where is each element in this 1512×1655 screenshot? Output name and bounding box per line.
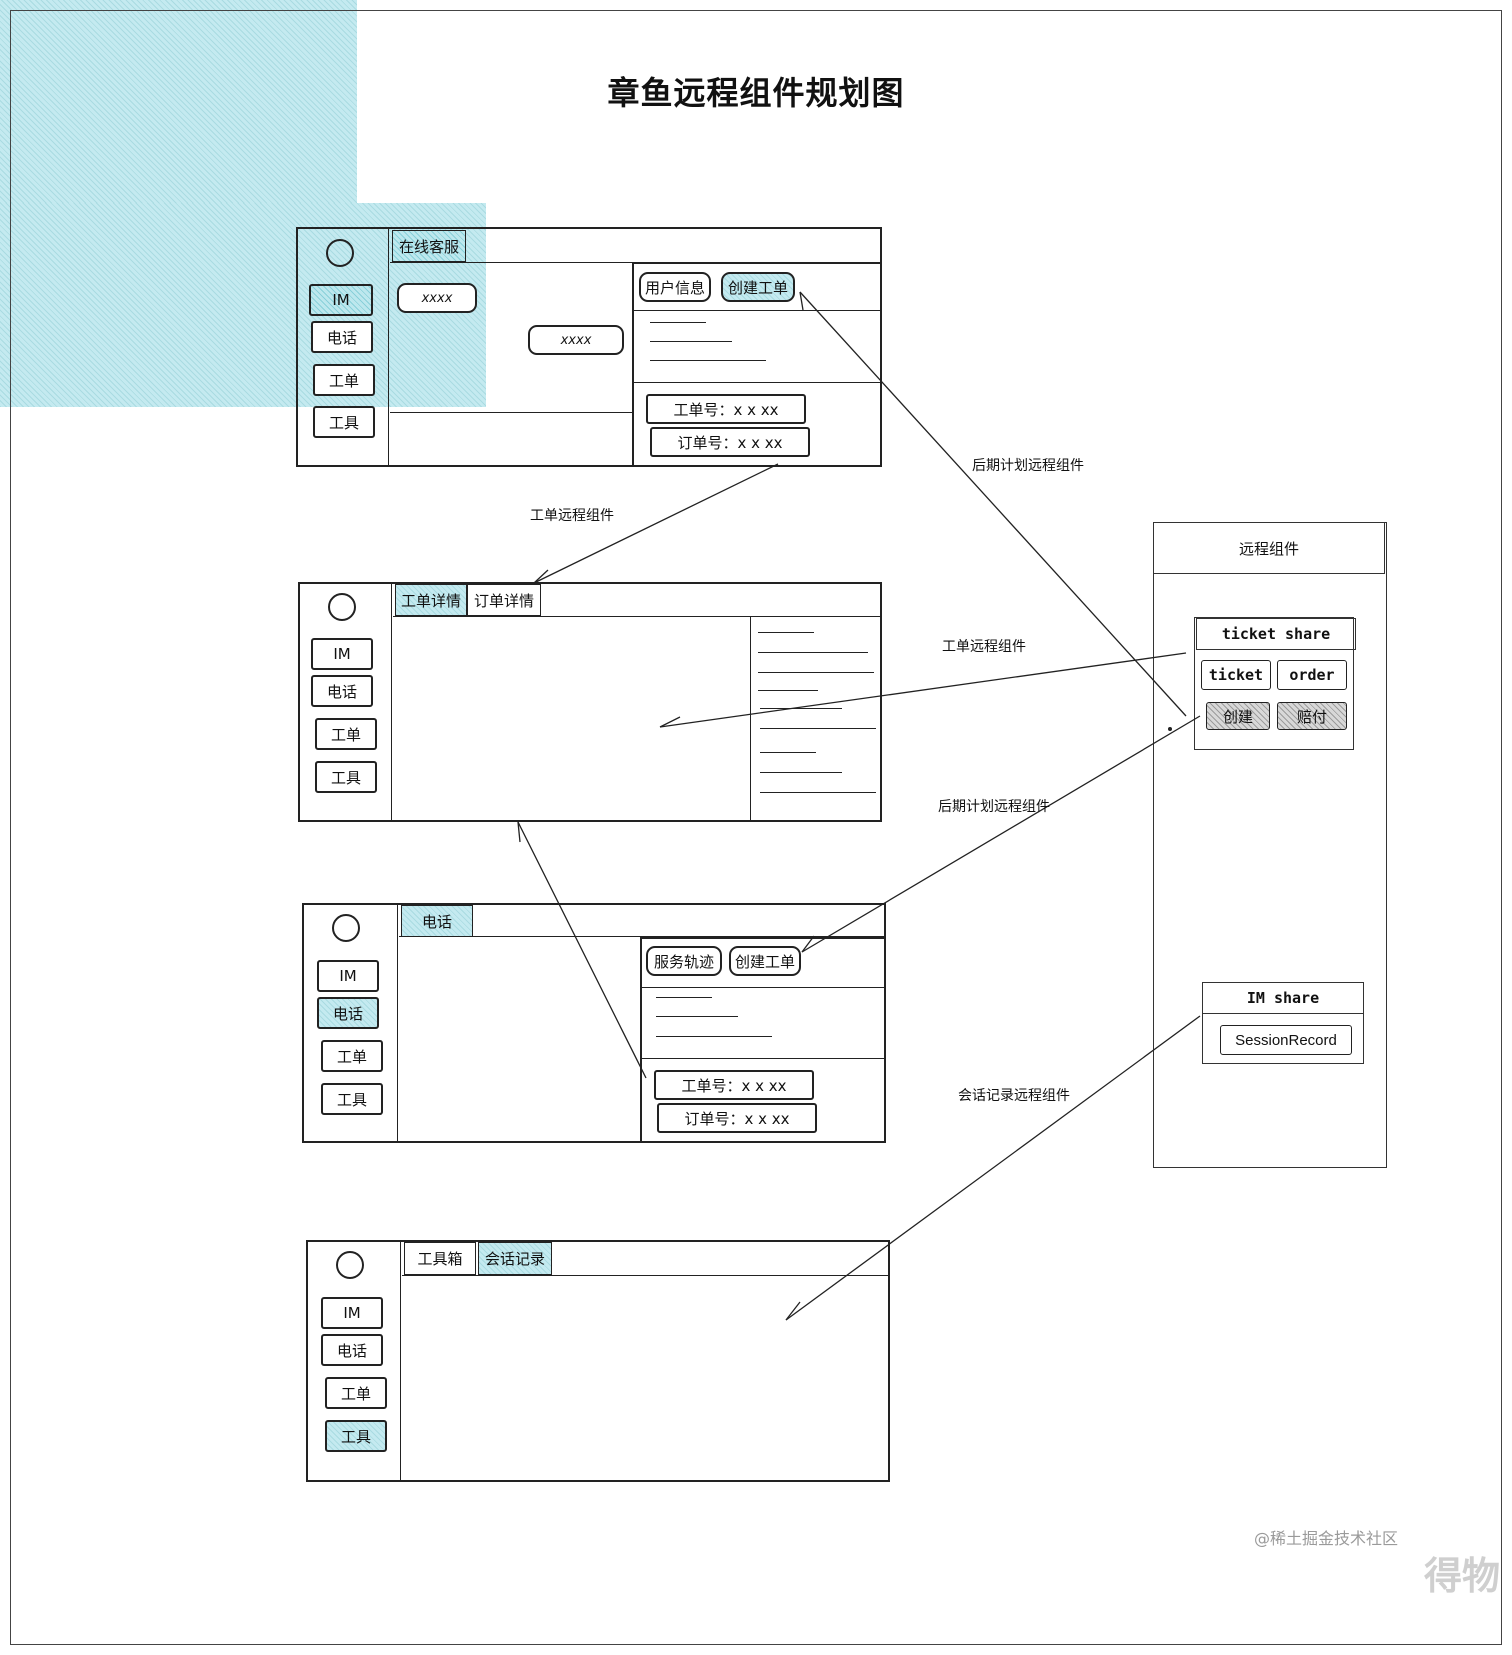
session-record-button[interactable]: SessionRecord: [1220, 1025, 1352, 1055]
arrow-im-share-to-panel4: [785, 1015, 1201, 1321]
nav-tools-button[interactable]: 工具: [313, 406, 375, 438]
dot-marker: [1168, 727, 1172, 731]
tab-service-trace[interactable]: 服务轨迹: [646, 946, 722, 976]
ticket-number-field: 工单号：x x xx: [654, 1070, 814, 1100]
diagram-title: 章鱼远程组件规划图: [607, 74, 905, 112]
arrow-panel1-to-panel2: [533, 463, 779, 584]
tab-toolbox[interactable]: 工具箱: [404, 1242, 476, 1275]
order-number-field: 订单号：x x xx: [650, 427, 810, 457]
nav-phone-button[interactable]: 电话: [321, 1334, 383, 1366]
watermark-logo: 得物: [1423, 1554, 1500, 1598]
nav-im-button[interactable]: IM: [321, 1297, 383, 1329]
nav-ticket-button[interactable]: 工单: [315, 718, 377, 750]
tab-ticket-detail[interactable]: 工单详情: [395, 584, 467, 616]
arrow-panel3-to-panel2: [517, 821, 647, 1079]
watermark: @稀土掘金技术社区: [1253, 1529, 1398, 1548]
nav-im-button[interactable]: IM: [317, 960, 379, 992]
avatar: [326, 239, 354, 267]
tab-online-service[interactable]: 在线客服: [392, 230, 466, 262]
arrow-create-to-panel1: [799, 291, 1187, 717]
nav-im-button[interactable]: IM: [311, 638, 373, 670]
avatar: [332, 914, 360, 942]
order-number-field: 订单号：x x xx: [657, 1103, 817, 1133]
nav-im-button[interactable]: IM: [309, 284, 373, 316]
annotation-later-plan-2: 后期计划远程组件: [938, 799, 1050, 815]
chat-bubble: xxxx: [528, 325, 624, 355]
nav-tools-button[interactable]: 工具: [315, 761, 377, 793]
avatar: [336, 1251, 364, 1279]
tab-create-ticket[interactable]: 创建工单: [729, 946, 801, 976]
nav-phone-button[interactable]: 电话: [311, 675, 373, 707]
compensate-button[interactable]: 赔付: [1277, 702, 1347, 730]
nav-phone-button[interactable]: 电话: [311, 321, 373, 353]
ticket-number-field: 工单号：x x xx: [646, 394, 806, 424]
avatar: [328, 593, 356, 621]
arrow-ticket-share-to-panel2: [659, 652, 1187, 728]
nav-tools-button[interactable]: 工具: [321, 1083, 383, 1115]
nav-phone-button[interactable]: 电话: [317, 997, 379, 1029]
canvas-frame: [10, 10, 1502, 1645]
nav-ticket-button[interactable]: 工单: [325, 1377, 387, 1409]
tab-session-record[interactable]: 会话记录: [478, 1242, 552, 1275]
nav-tools-button[interactable]: 工具: [325, 1420, 387, 1452]
nav-ticket-button[interactable]: 工单: [321, 1040, 383, 1072]
ticket-share-group: [1194, 617, 1354, 750]
nav-ticket-button[interactable]: 工单: [313, 364, 375, 396]
annotation-ticket-remote-2: 工单远程组件: [942, 639, 1026, 655]
chat-bubble: xxxx: [397, 283, 477, 313]
im-share-title: IM share: [1202, 982, 1364, 1014]
ticket-detail-remote-area: [0, 0, 357, 203]
tab-create-ticket[interactable]: 创建工单: [721, 272, 795, 302]
ticket-share-title: ticket share: [1196, 618, 1356, 650]
annotation-later-plan-1: 后期计划远程组件: [972, 458, 1084, 474]
annotation-session-record-remote: 会话记录远程组件: [958, 1088, 1070, 1104]
panel-ticket-detail: IM 电话 工单 工具 工单详情 订单详情: [0, 0, 1512, 822]
tab-order-detail[interactable]: 订单详情: [467, 584, 541, 616]
ticket-button[interactable]: ticket: [1201, 660, 1271, 690]
order-button[interactable]: order: [1277, 660, 1347, 690]
remote-components-title: 远程组件: [1238, 540, 1299, 558]
create-button[interactable]: 创建: [1206, 702, 1270, 730]
tab-phone[interactable]: 电话: [401, 905, 473, 937]
tab-user-info[interactable]: 用户信息: [639, 272, 711, 302]
annotation-ticket-remote-1: 工单远程组件: [530, 508, 614, 524]
arrow-create-to-panel3: [801, 715, 1201, 953]
